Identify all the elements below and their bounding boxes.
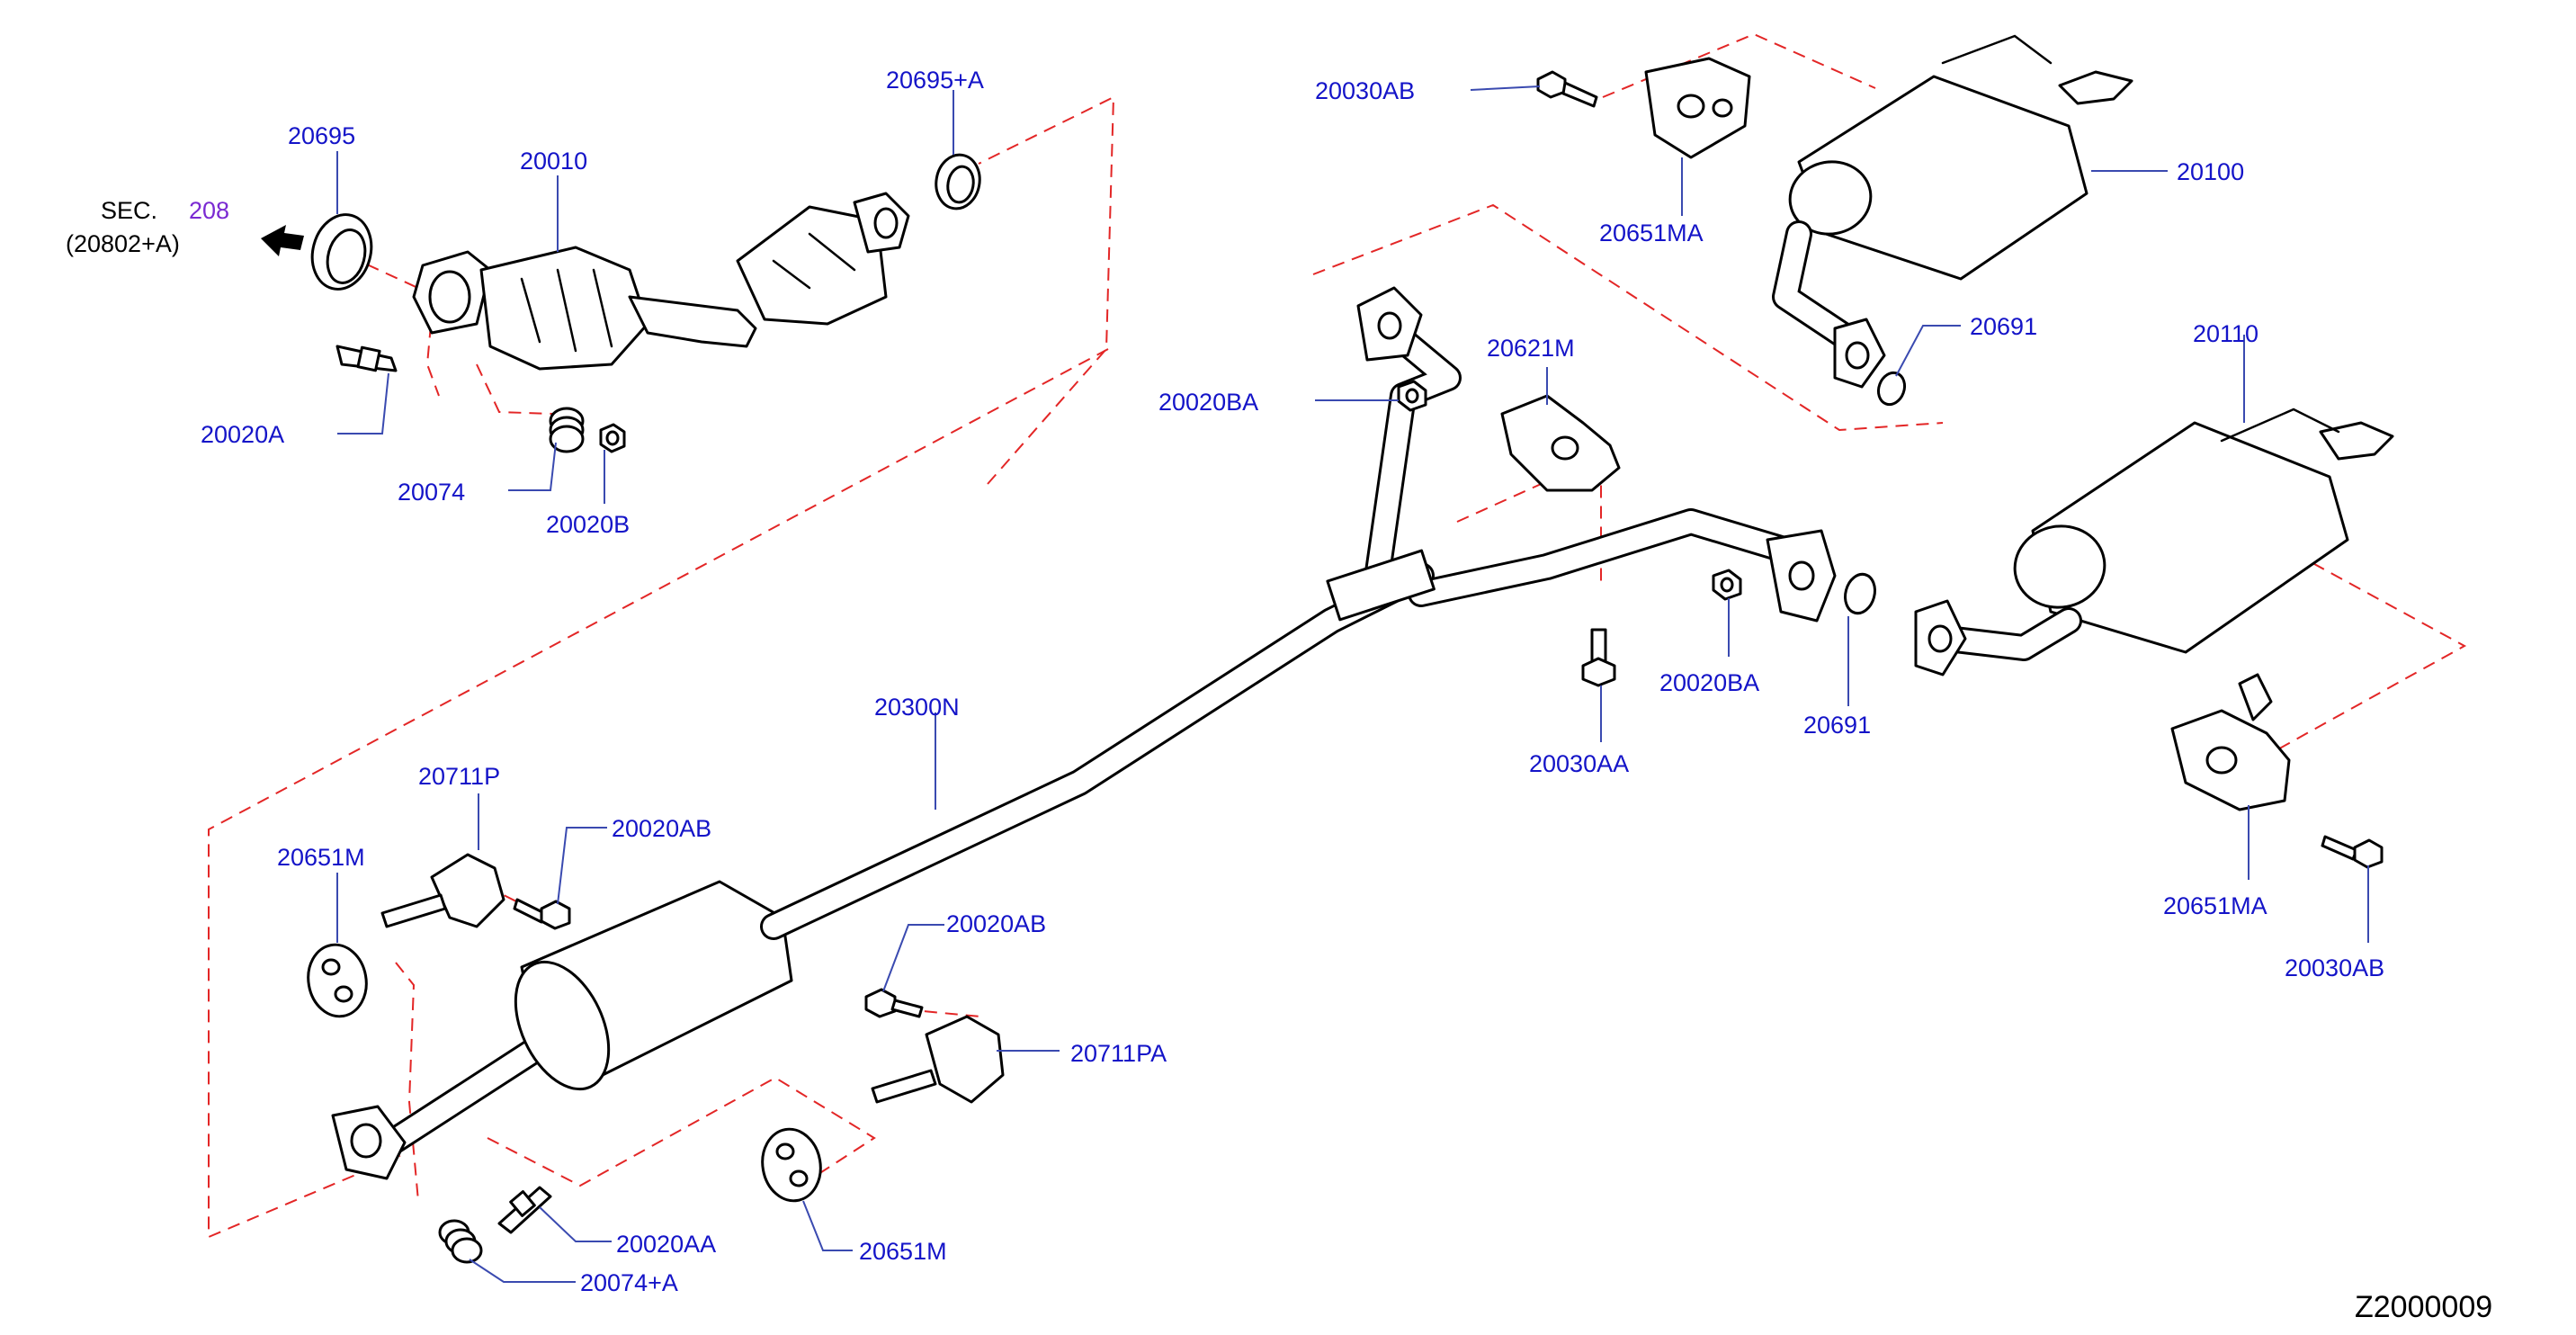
label-20711p[interactable]: 20711P — [418, 763, 500, 790]
bolt-20020ab-top — [513, 898, 571, 930]
stud-20020a — [335, 345, 398, 372]
label-20651m-left[interactable]: 20651M — [277, 844, 365, 871]
label-20020ab-top[interactable]: 20020AB — [612, 815, 711, 842]
label-20020b[interactable]: 20020B — [546, 511, 630, 538]
label-20711pa[interactable]: 20711PA — [1070, 1040, 1167, 1067]
label-20651ma-top[interactable]: 20651MA — [1599, 220, 1704, 246]
bolt-20020ab-mid — [864, 988, 924, 1018]
label-20020ba-mid[interactable]: 20020BA — [1659, 669, 1759, 696]
section-reference[interactable]: SEC. 208 (20802+A) — [66, 197, 229, 257]
rear-muffler-20100 — [1772, 34, 2133, 389]
label-20020ab-mid[interactable]: 20020AB — [946, 910, 1046, 937]
label-20010[interactable]: 20010 — [520, 148, 587, 175]
rear-muffler-20110 — [1914, 408, 2394, 676]
hanger-20651m-bottom — [761, 1127, 822, 1203]
label-20300n[interactable]: 20300N — [874, 694, 960, 721]
nut-20020ba-mid — [1712, 569, 1742, 601]
hanger-20651m-left — [307, 943, 368, 1018]
diagram-code: Z2000009 — [2355, 1290, 2492, 1324]
label-20110[interactable]: 20110 — [2193, 320, 2258, 347]
gasket-20695a — [935, 153, 981, 211]
bolt-20030aa — [1581, 628, 1616, 687]
label-20020a[interactable]: 20020A — [201, 421, 284, 448]
label-20651ma-right[interactable]: 20651MA — [2163, 892, 2267, 919]
label-20621m[interactable]: 20621M — [1487, 335, 1575, 362]
section-prefix: SEC. — [101, 197, 157, 224]
gasket-20695 — [310, 213, 373, 291]
gasket-20691-mid — [1844, 572, 1876, 615]
label-20030ab-right[interactable]: 20030AB — [2285, 954, 2384, 981]
label-20074[interactable]: 20074 — [398, 479, 465, 506]
hanger-20651ma-top — [1644, 57, 1751, 159]
label-20695a[interactable]: 20695+A — [886, 67, 984, 94]
label-20651m-bottom[interactable]: 20651M — [859, 1238, 947, 1265]
section-sub: (20802+A) — [66, 230, 180, 257]
label-20100[interactable]: 20100 — [2177, 158, 2244, 185]
spring-20074a — [438, 1219, 483, 1264]
label-20691-top[interactable]: 20691 — [1970, 313, 2037, 340]
label-20695[interactable]: 20695 — [288, 122, 355, 149]
stud-20020aa — [497, 1186, 552, 1234]
center-pipe-20300n — [331, 286, 1837, 1180]
catalytic-converter-20010 — [412, 192, 910, 371]
label-20020aa[interactable]: 20020AA — [616, 1231, 716, 1258]
bracket-20621m — [1500, 394, 1621, 492]
label-20691-mid[interactable]: 20691 — [1803, 712, 1871, 739]
nut-20020ba-left — [1397, 380, 1427, 412]
label-20030ab-top[interactable]: 20030AB — [1315, 77, 1415, 104]
hanger-20651ma-right — [2170, 673, 2291, 811]
spring-20074 — [549, 407, 585, 453]
label-20030aa[interactable]: 20030AA — [1529, 750, 1629, 777]
bolt-20030ab-right — [2321, 835, 2384, 869]
label-20020ba-left[interactable]: 20020BA — [1158, 389, 1258, 416]
leader-lines — [336, 85, 2369, 1283]
gasket-20691-top — [1876, 371, 1907, 407]
insulator-20711pa — [871, 1015, 1005, 1104]
section-arrow-icon — [261, 225, 304, 256]
section-number[interactable]: 208 — [189, 197, 229, 224]
nut-20020b — [599, 423, 626, 453]
insulator-20711p — [380, 853, 505, 928]
bolt-20030ab-top — [1536, 70, 1598, 108]
label-20074a[interactable]: 20074+A — [580, 1269, 678, 1296]
